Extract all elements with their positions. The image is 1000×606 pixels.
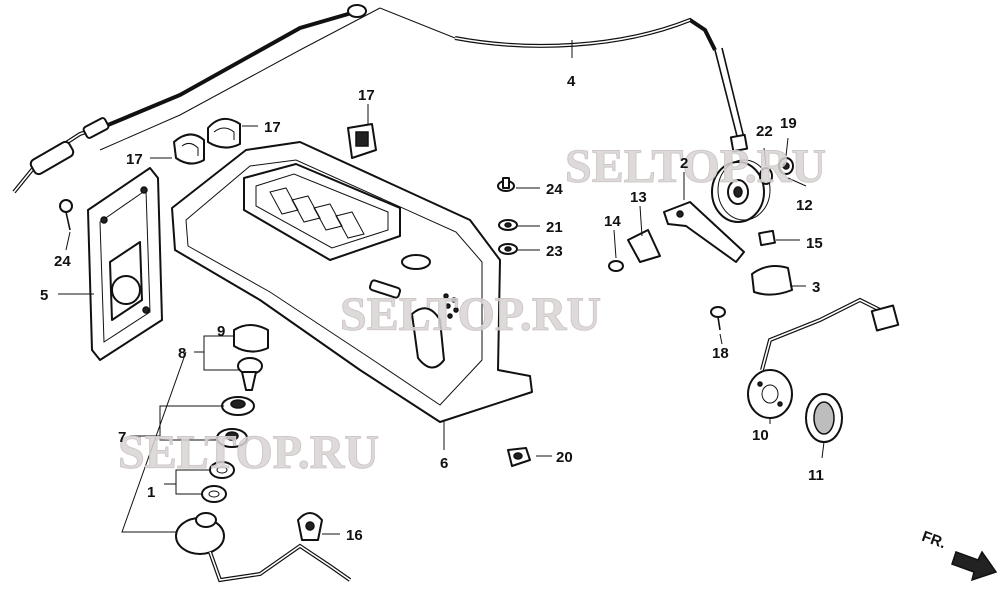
screw-18	[710, 306, 726, 331]
grommet-7b	[216, 428, 248, 448]
group-brackets	[121, 335, 240, 533]
washer-1b	[201, 485, 227, 503]
callout-6: 6	[440, 455, 448, 472]
leader-lines	[58, 40, 825, 535]
cap-3	[751, 265, 793, 296]
callout-24b: 24	[546, 181, 563, 198]
callout-17a: 17	[126, 151, 143, 168]
bracket-plate	[87, 167, 163, 361]
watermark-3: SELTOP.RU	[118, 426, 379, 479]
ignition-switch	[175, 512, 352, 583]
clip-17c	[347, 123, 377, 159]
callout-12: 12	[796, 197, 813, 214]
callout-20: 20	[556, 449, 573, 466]
clip-17b	[207, 117, 241, 149]
callout-7: 7	[118, 429, 126, 446]
pulley-12	[711, 159, 771, 223]
callout-2: 2	[680, 155, 688, 172]
washer-23	[498, 243, 518, 255]
lever-2	[663, 201, 745, 263]
watermark-2: SELTOP.RU	[340, 288, 601, 341]
callout-10: 10	[752, 427, 769, 444]
callout-5: 5	[40, 287, 48, 304]
callout-16: 16	[346, 527, 363, 544]
callout-11: 11	[808, 467, 824, 484]
front-direction-marker: FR.	[920, 528, 998, 582]
clamp-16	[297, 512, 323, 541]
throttle-cable	[12, 4, 749, 194]
front-arrow-icon	[951, 550, 998, 582]
grommet-7a	[221, 396, 255, 416]
bolt-24-left	[59, 199, 73, 231]
bolt-24-right	[497, 177, 515, 192]
ring-11	[805, 393, 843, 443]
callout-14: 14	[604, 213, 621, 230]
callout-1: 1	[147, 484, 155, 501]
nut-15	[758, 229, 776, 247]
callout-17b: 17	[264, 119, 281, 136]
top-cover	[171, 141, 533, 423]
front-label: FR.	[920, 528, 949, 552]
washer-21	[498, 219, 518, 231]
key-8	[237, 357, 263, 391]
washer-22	[759, 167, 773, 185]
callout-8: 8	[178, 345, 186, 362]
callout-17c: 17	[358, 87, 375, 104]
callout-19: 19	[780, 115, 797, 132]
nut-19	[778, 157, 794, 175]
callout-18: 18	[712, 345, 729, 362]
callout-22: 22	[756, 123, 773, 140]
callout-13: 13	[630, 189, 647, 206]
nut-20	[507, 447, 531, 467]
callout-24a: 24	[54, 253, 71, 270]
callout-15: 15	[806, 235, 823, 252]
callout-21: 21	[546, 219, 563, 236]
washer-14	[608, 260, 624, 272]
watermark-1: SELTOP.RU	[565, 140, 826, 193]
callout-3: 3	[812, 279, 820, 296]
callout-23: 23	[546, 243, 563, 260]
callout-4: 4	[567, 73, 576, 90]
callout-9: 9	[217, 323, 225, 340]
clip-17a	[173, 133, 205, 165]
knob-9	[233, 324, 269, 353]
bracket-13	[627, 229, 661, 263]
switch-10	[747, 297, 900, 419]
